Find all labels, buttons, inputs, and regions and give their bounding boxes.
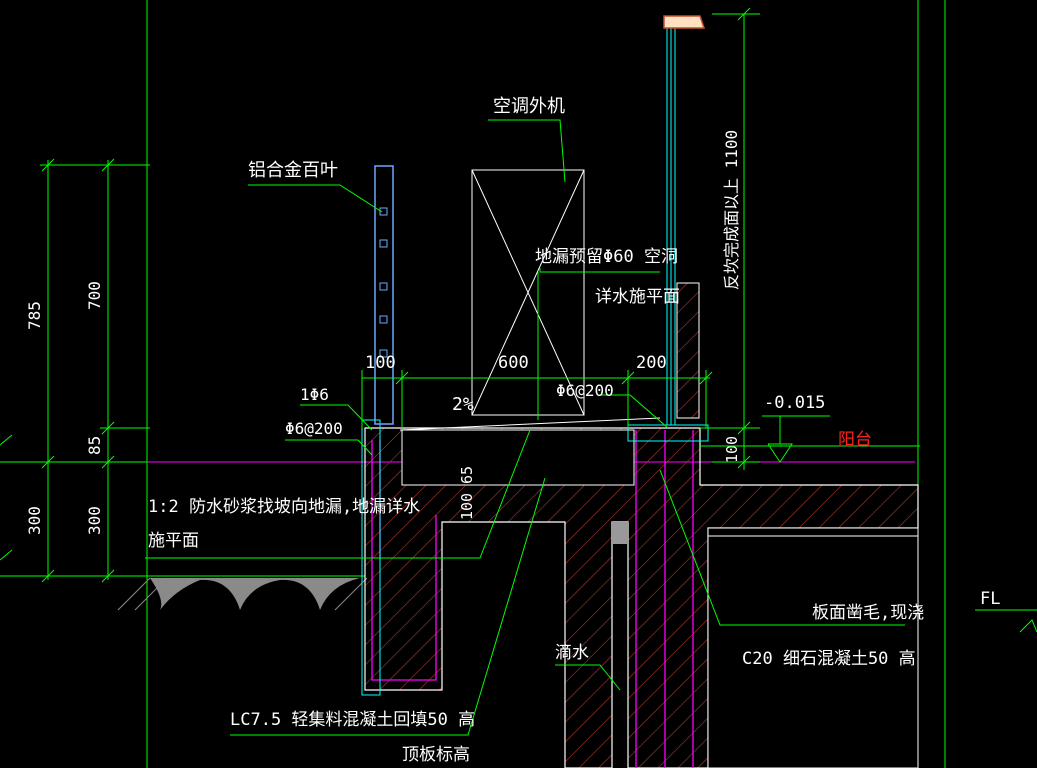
level-marker bbox=[700, 415, 920, 463]
fl-marker bbox=[975, 609, 1037, 633]
balcony-label: 阳台 bbox=[838, 430, 872, 450]
left-dimensions bbox=[40, 158, 150, 583]
dim-100-top: 100 bbox=[365, 353, 396, 373]
drain-label-2: 详水施平面 bbox=[595, 287, 680, 307]
rebar-phi6-200-left: Φ6@200 bbox=[285, 419, 343, 438]
drain-label: 地漏预留Φ60 空洞 bbox=[535, 247, 678, 267]
lc-label: LC7.5 轻集料混凝土回填50 高 bbox=[230, 710, 475, 730]
finish-label-2: C20 细石混凝土50 高 bbox=[742, 649, 916, 669]
dim-85: 85 bbox=[85, 436, 104, 455]
leader-lines bbox=[145, 119, 905, 736]
dim-300b: 300 bbox=[85, 506, 104, 535]
dim-100-vertical: 100 bbox=[723, 436, 741, 463]
rebar-phi6-200-right: Φ6@200 bbox=[556, 381, 614, 400]
slope-line bbox=[399, 417, 661, 431]
horizontal-dims bbox=[361, 370, 713, 428]
ac-unit-box bbox=[471, 169, 585, 416]
dim-65: 65 bbox=[458, 466, 476, 484]
slope-label: 2% bbox=[452, 394, 474, 415]
dim-600: 600 bbox=[498, 353, 529, 373]
railing-height-label: 反坎完成面以上 1100 bbox=[722, 130, 741, 290]
rebar-1phi6: 1Φ6 bbox=[300, 385, 329, 404]
dim-785: 785 bbox=[25, 301, 44, 330]
dim-200: 200 bbox=[636, 353, 667, 373]
earth-symbol bbox=[117, 577, 368, 611]
roof-level-label: 顶板标高 bbox=[402, 745, 470, 765]
dim-700: 700 bbox=[85, 281, 104, 310]
finish-label-1: 板面凿毛,现浇 bbox=[812, 603, 924, 623]
fl-label: FL bbox=[980, 589, 1000, 609]
dim-300a: 300 bbox=[25, 506, 44, 535]
louver bbox=[374, 165, 394, 425]
left-edge-markers bbox=[0, 434, 13, 561]
rebar bbox=[371, 430, 694, 768]
ac-unit-label: 空调外机 bbox=[493, 96, 565, 117]
concrete-section bbox=[364, 427, 919, 768]
louver-label: 铝合金百叶 bbox=[248, 160, 338, 181]
mortar-label-2: 施平面 bbox=[148, 531, 199, 551]
dim-100-bottom: 100 bbox=[458, 493, 476, 520]
level-value: -0.015 bbox=[764, 393, 825, 413]
mortar-label-1: 1:2 防水砂浆找坡向地漏,地漏详水 bbox=[148, 497, 420, 517]
wall-stub bbox=[676, 282, 700, 419]
railing-cap bbox=[663, 15, 706, 29]
drip-label: 滴水 bbox=[555, 643, 589, 663]
railing-dims bbox=[700, 7, 760, 470]
